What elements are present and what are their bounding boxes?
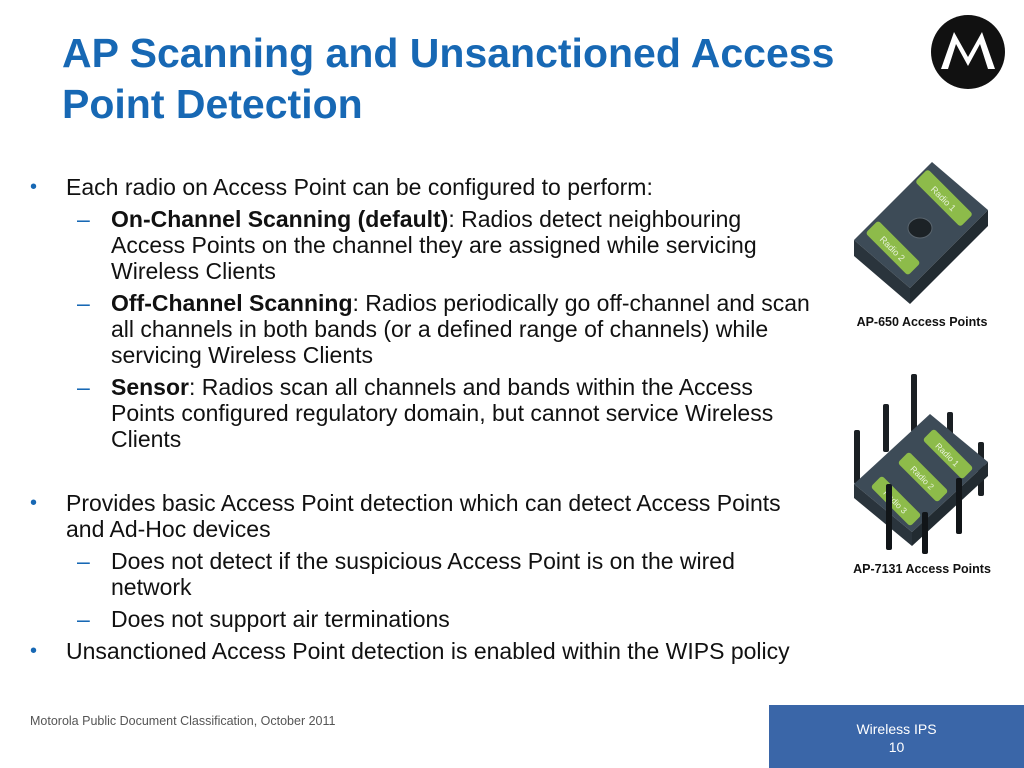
- sub-bullet-dash: –: [77, 374, 90, 400]
- footer-classification: Motorola Public Document Classification,…: [30, 714, 336, 728]
- bullet-dot: •: [30, 492, 38, 514]
- ap7131-caption: AP-7131 Access Points: [853, 562, 991, 576]
- sub-bullet-item: – Does not detect if the suspicious Acce…: [30, 548, 820, 600]
- ap650-caption: AP-650 Access Points: [856, 315, 988, 329]
- bullet-text: Unsanctioned Access Point detection is e…: [66, 638, 790, 664]
- bullet-dot: •: [30, 176, 38, 198]
- sub-bullet-text: : Radios detect neighbouring Access Poin…: [111, 206, 757, 284]
- slide-body: • Each radio on Access Point can be conf…: [30, 174, 820, 664]
- sub-bullet-item: – Off-Channel Scanning: Radios periodica…: [30, 290, 820, 368]
- page-number: 10: [888, 739, 905, 755]
- sub-bullet-text: Does not support air terminations: [111, 606, 450, 632]
- sub-bullet-text: : Radios scan all channels and bands wit…: [111, 374, 774, 452]
- ap650-device-image: Radio 1 Radio 2: [854, 162, 988, 304]
- sub-bullet-dash: –: [77, 606, 90, 632]
- ap7131-device-image: Radio 1 Radio 2 Radio 3: [854, 374, 988, 554]
- title-line-1: AP Scanning and Unsanctioned Access: [62, 30, 835, 76]
- bullet-text: Provides basic Access Point detection wh…: [66, 490, 781, 542]
- bullet-item: • Unsanctioned Access Point detection is…: [30, 638, 820, 664]
- sub-bullet-heading: Sensor: [111, 374, 189, 400]
- bullet-item: • Each radio on Access Point can be conf…: [30, 174, 820, 200]
- sub-bullet-heading: On-Channel Scanning (default): [111, 206, 449, 232]
- page-number-box: Wireless IPS 10: [769, 705, 1024, 768]
- sub-bullet-item: – On-Channel Scanning (default): Radios …: [30, 206, 820, 284]
- slide-title: AP Scanning and Unsanctioned Access Poin…: [62, 28, 922, 130]
- motorola-logo-icon: [931, 15, 1005, 89]
- sub-bullet-item: – Sensor: Radios scan all channels and b…: [30, 374, 820, 452]
- sub-bullet-dash: –: [77, 206, 90, 232]
- title-line-2: Point Detection: [62, 81, 363, 127]
- sub-bullet-text: Does not detect if the suspicious Access…: [111, 548, 735, 600]
- sub-bullet-text: : Radios periodically go off-channel and…: [111, 290, 810, 368]
- bullet-text: Each radio on Access Point can be config…: [66, 174, 653, 200]
- sub-bullet-dash: –: [77, 548, 90, 574]
- sub-bullet-item: – Does not support air terminations: [30, 606, 820, 632]
- sub-bullet-heading: Off-Channel Scanning: [111, 290, 353, 316]
- bullet-item: • Provides basic Access Point detection …: [30, 490, 820, 542]
- sub-bullet-dash: –: [77, 290, 90, 316]
- bullet-dot: •: [30, 640, 38, 662]
- section-name: Wireless IPS: [856, 721, 937, 737]
